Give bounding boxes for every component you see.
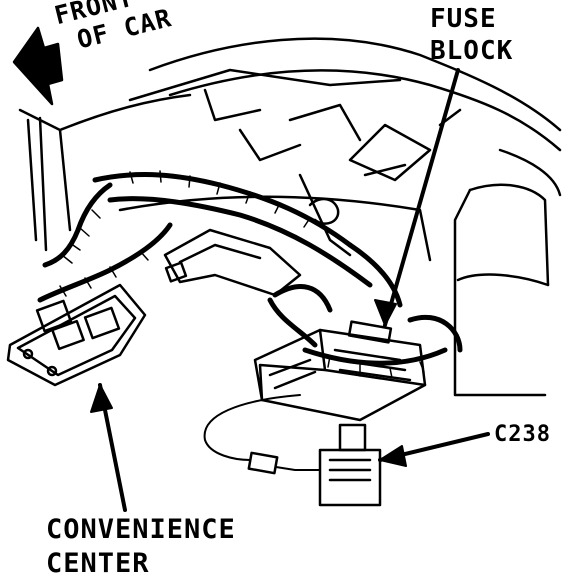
connector-c238 — [318, 423, 382, 507]
mounting-bracket — [163, 228, 302, 297]
pigtail-wire — [203, 394, 321, 475]
front-arrow-icon — [12, 26, 64, 106]
dashboard-outline — [18, 37, 562, 262]
fuse-block-label-line1: FUSE — [430, 4, 497, 34]
fuse-block-label: FUSE BLOCK — [430, 6, 513, 64]
body-side-panel — [453, 148, 562, 397]
convenience-center-label-line2: CENTER — [46, 548, 150, 579]
fuse-block-label-line2: BLOCK — [430, 36, 514, 66]
connector-arrow-icon — [379, 445, 407, 467]
leader-arrows — [90, 68, 490, 512]
fuse-block-arrow-icon — [374, 299, 397, 326]
connector-label: C238 — [494, 422, 551, 447]
convenience-arrow-icon — [90, 384, 113, 413]
fuse-block-leader — [383, 68, 460, 327]
convenience-center-label-line1: CONVENIENCE — [46, 514, 236, 545]
harness-tape-wraps — [59, 170, 425, 379]
fuse-block — [253, 320, 427, 422]
convenience-center-label: CONVENIENCE CENTER — [46, 516, 236, 577]
convenience-center-tray — [6, 283, 147, 387]
